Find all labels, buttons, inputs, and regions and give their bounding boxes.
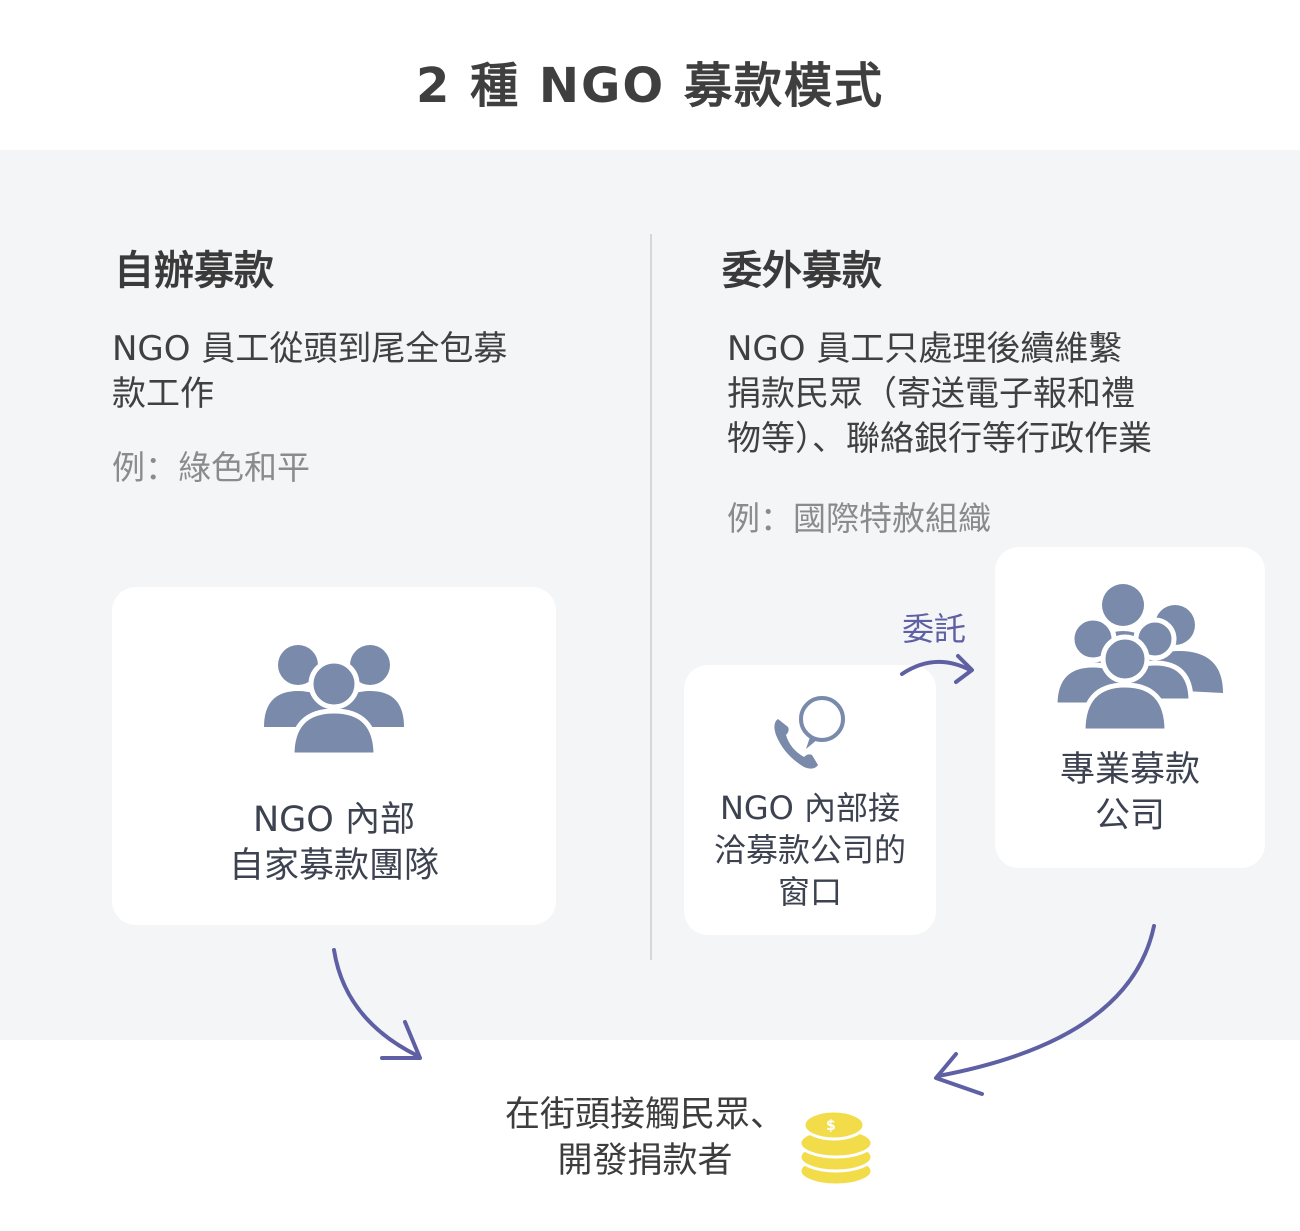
street-fundraising-line: 在街頭接觸民眾、 — [504, 1095, 785, 1135]
street-fundraising-line: 開發捐款者 — [557, 1141, 733, 1181]
phone-chat-icon — [770, 693, 850, 777]
street-fundraising-text: 在街頭接觸民眾、 開發捐款者 — [480, 1092, 810, 1184]
crowd-icon — [1052, 581, 1225, 741]
commission-arrow-head — [954, 654, 974, 684]
left-description-line: 款工作 — [112, 374, 214, 414]
inhouse-team-label-line: NGO 內部 — [253, 800, 415, 840]
commission-label: 委託 — [902, 610, 967, 648]
people-group-icon — [262, 639, 406, 763]
inhouse-team-label: NGO 內部 自家募款團隊 — [112, 797, 556, 889]
right-heading: 委外募款 — [722, 248, 882, 294]
right-description: NGO 員工只處理後續維繫 捐款民眾（寄送電子報和禮 物等）、聯絡銀行等行政作業 — [727, 327, 1152, 462]
professional-company-label: 專業募款 公司 — [995, 747, 1265, 839]
right-description-line: 捐款民眾（寄送電子報和禮 — [727, 374, 1135, 414]
inhouse-team-label-line: 自家募款團隊 — [228, 846, 439, 886]
professional-company-label-line: 專業募款 — [1059, 750, 1200, 790]
left-description-line: NGO 員工從頭到尾全包募 — [112, 329, 508, 369]
page-title: 2 種 NGO 募款模式 — [416, 58, 884, 114]
liaison-window-card: NGO 內部接 洽募款公司的 窗口 — [684, 665, 936, 935]
right-example: 例：國際特赦組織 — [727, 499, 991, 538]
professional-company-card: 專業募款 公司 — [995, 547, 1265, 868]
inhouse-team-card: NGO 內部 自家募款團隊 — [112, 587, 556, 925]
svg-text:$: $ — [826, 1118, 836, 1134]
right-description-line: 物等）、聯絡銀行等行政作業 — [727, 419, 1152, 459]
liaison-window-label-line: 窗口 — [777, 873, 842, 911]
left-example: 例：綠色和平 — [112, 448, 310, 487]
right-description-line: NGO 員工只處理後續維繫 — [727, 329, 1123, 369]
company-to-street-arrow — [936, 924, 1156, 1078]
commission-arrow — [900, 659, 972, 676]
liaison-window-label: NGO 內部接 洽募款公司的 窗口 — [684, 787, 936, 913]
liaison-window-label-line: 洽募款公司的 — [713, 831, 906, 869]
coins-icon: $ — [796, 1105, 876, 1193]
left-description: NGO 員工從頭到尾全包募 款工作 — [112, 327, 507, 417]
company-to-street-arrow-head — [934, 1052, 984, 1096]
left-heading: 自辦募款 — [114, 248, 274, 294]
inhouse-to-street-arrow-head — [380, 1020, 422, 1060]
inhouse-to-street-arrow — [332, 948, 420, 1058]
column-divider — [650, 234, 652, 960]
liaison-window-label-line: NGO 內部接 — [719, 789, 901, 827]
professional-company-label-line: 公司 — [1094, 796, 1165, 836]
